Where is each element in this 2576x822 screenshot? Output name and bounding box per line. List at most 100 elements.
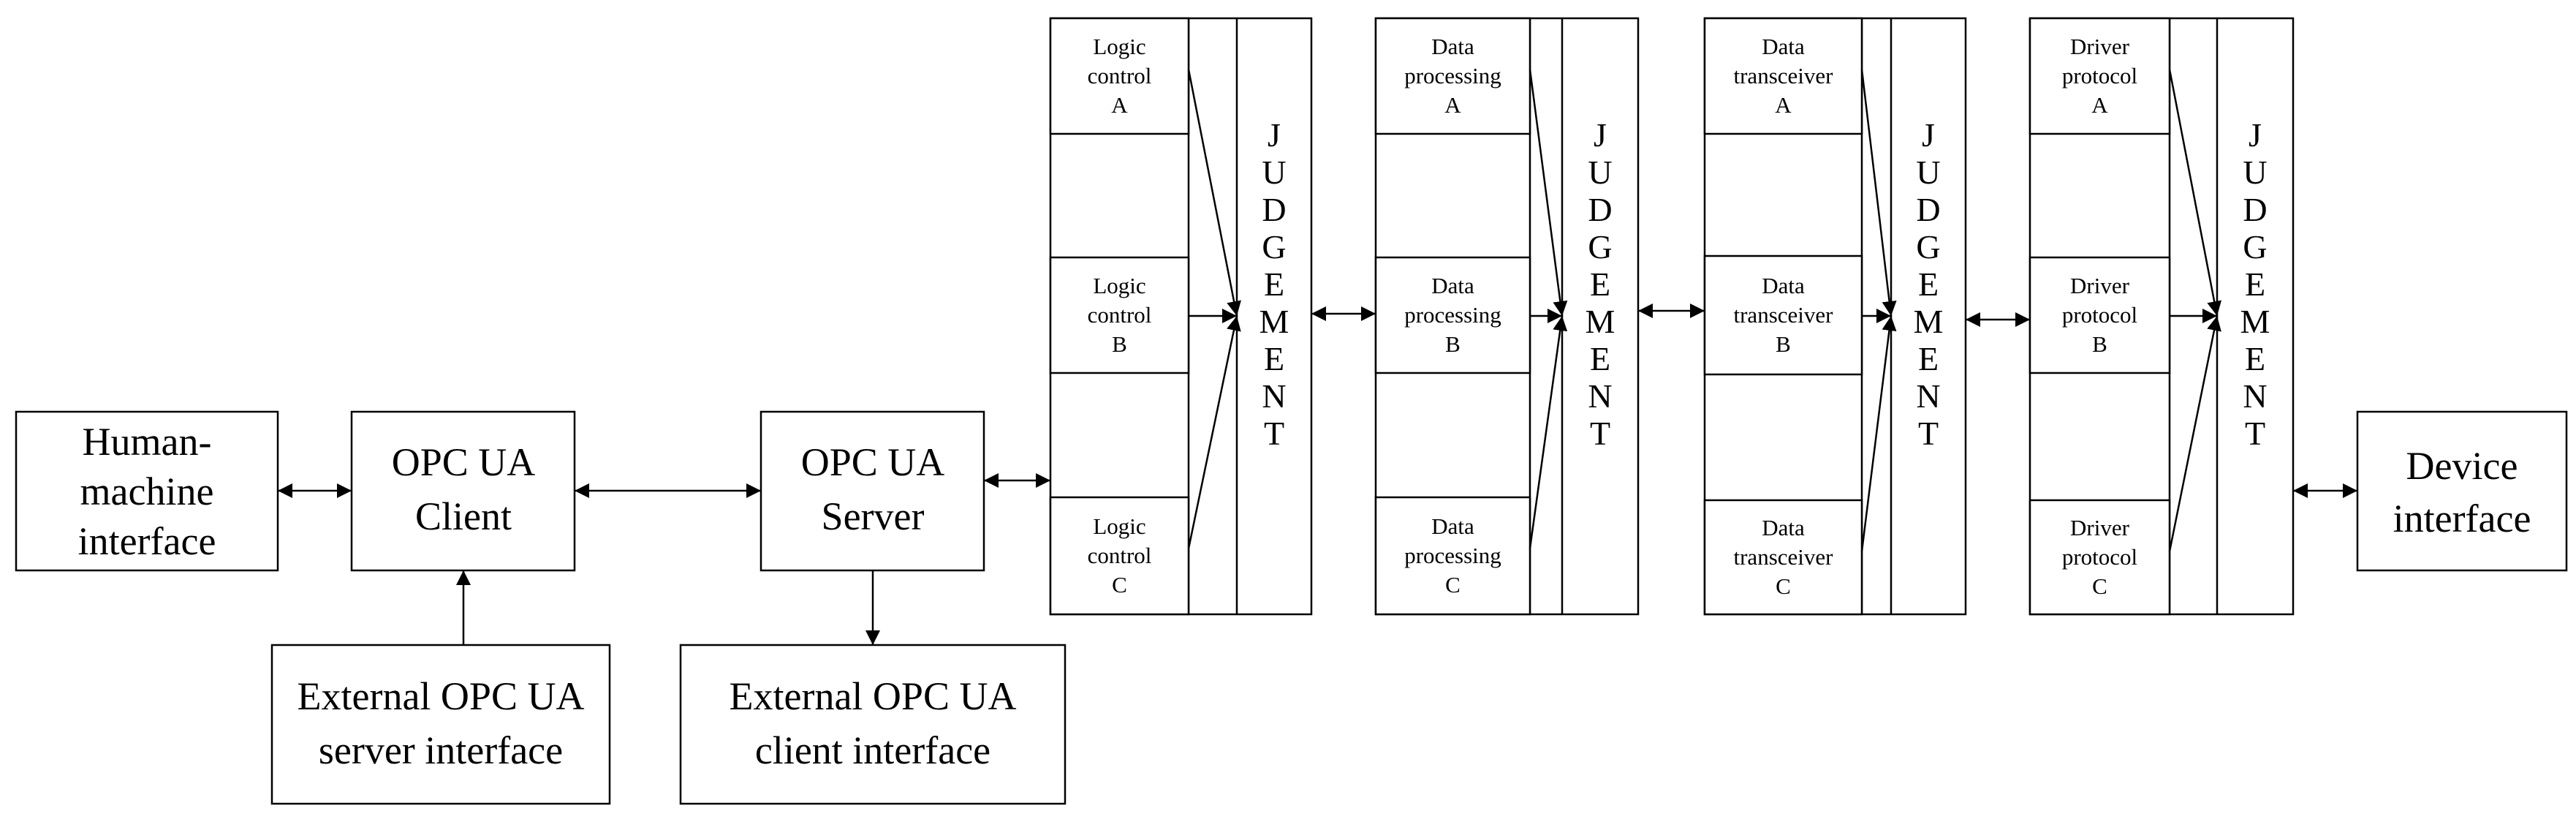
module-label: Data [1762, 515, 1805, 540]
ext-server-label-line2: server interface [319, 728, 563, 772]
module-label: processing [1404, 302, 1501, 328]
judgement-letter: E [1918, 340, 1939, 377]
module-label: Data [1431, 273, 1474, 298]
module-label: C [2092, 573, 2107, 599]
opc-server-label-line1: OPC UA [801, 440, 945, 484]
module-label: control [1088, 63, 1152, 88]
opc-ua-client-box: OPC UA Client [350, 410, 576, 572]
judgement-letter: N [1262, 377, 1286, 415]
hmi-label-line2: machine [80, 470, 214, 513]
module-to-judgement-arrow [2168, 315, 2221, 552]
ext-client-label-line2: client interface [755, 728, 990, 772]
module-label: Driver [2070, 34, 2130, 59]
opc-ua-server-box: OPC UA Server [759, 410, 985, 572]
module-label: protocol [2062, 544, 2137, 570]
module-to-judgement-arrow [1860, 69, 1897, 317]
judgement-letter: E [1918, 265, 1939, 303]
module-to-judgement-arrow [1528, 315, 1568, 549]
judgement-letter: N [1916, 377, 1940, 415]
module-label: Logic [1093, 34, 1145, 59]
judgement-letter: D [1916, 191, 1940, 228]
module-to-judgement-arrow [2168, 69, 2222, 317]
judgement-letter: G [1588, 228, 1612, 265]
module-box [1703, 17, 1863, 135]
module-groups: JUDGEMENTLogiccontrolALogiccontrolBLogic… [1049, 17, 2295, 616]
module-group-3: JUDGEMENTDatatransceiverADatatransceiver… [1703, 17, 1967, 616]
module-label: transceiver [1734, 63, 1834, 88]
module-label: A [1111, 92, 1128, 118]
module-label: C [1776, 573, 1791, 599]
hmi-box: Human- machine interface [15, 410, 279, 572]
module-to-judgement-arrow [1187, 69, 1241, 317]
module-label: transceiver [1734, 544, 1834, 570]
module-label: control [1088, 543, 1152, 568]
module-box [1374, 496, 1531, 616]
judgement-letter: M [2240, 303, 2270, 340]
ext-server-label-line1: External OPC UA [298, 674, 585, 718]
opc-client-label-line2: Client [415, 494, 512, 538]
module-label: Data [1762, 273, 1805, 298]
judgement-letter: G [1916, 228, 1940, 265]
module-to-judgement-arrow [1528, 69, 1568, 317]
judgement-letter: E [1264, 265, 1284, 303]
judgement-letter: G [1262, 228, 1286, 265]
hmi-label-line1: Human- [83, 420, 212, 464]
module-group-2: JUDGEMENTDataprocessingADataprocessingBD… [1374, 17, 1640, 616]
module-label: Driver [2070, 515, 2130, 540]
module-box [1703, 254, 1863, 376]
judgement-letter: T [1264, 415, 1284, 452]
module-label: B [1776, 331, 1791, 357]
module-label: transceiver [1734, 302, 1834, 328]
judgement-letter: J [2249, 116, 2262, 154]
device-label-line1: Device [2406, 444, 2518, 488]
module-label: Driver [2070, 273, 2130, 298]
judgement-letter: N [1588, 377, 1612, 415]
judgement-letter: E [1590, 340, 1610, 377]
judgement-letter: T [1918, 415, 1939, 452]
judgement-letter: U [2243, 154, 2267, 191]
module-label: B [2092, 331, 2107, 357]
judgement-letter: N [2243, 377, 2267, 415]
module-label: Data [1431, 513, 1474, 539]
judgement-letter: M [1914, 303, 1944, 340]
judgement-letter: U [1262, 154, 1286, 191]
judgement-letter: E [1590, 265, 1610, 303]
module-label: B [1445, 331, 1461, 357]
judgement-letter: M [1259, 303, 1289, 340]
module-label: A [2091, 92, 2108, 118]
module-label: Data [1431, 34, 1474, 59]
judgement-letter: T [1590, 415, 1610, 452]
module-label: Logic [1093, 513, 1145, 539]
judgement-letter: J [1594, 116, 1607, 154]
judgement-letter: U [1916, 154, 1940, 191]
module-label: A [1444, 92, 1461, 118]
judgement-letter: J [1268, 116, 1281, 154]
module-label: protocol [2062, 302, 2137, 328]
judgement-letter: E [1264, 340, 1284, 377]
device-label-line2: interface [2393, 497, 2531, 540]
judgement-letter: U [1588, 154, 1612, 191]
external-server-interface-box: External OPC UA server interface [270, 644, 611, 805]
module-label: C [1445, 572, 1461, 597]
opc-client-label-line1: OPC UA [392, 440, 536, 484]
opc-server-label-line2: Server [822, 494, 925, 538]
module-label: protocol [2062, 63, 2137, 88]
module-group-1: JUDGEMENTLogiccontrolALogiccontrolBLogic… [1049, 17, 1313, 616]
module-box [1049, 496, 1190, 616]
judgement-letter: G [2243, 228, 2267, 265]
judgement-letter: T [2245, 415, 2265, 452]
module-label: processing [1404, 543, 1501, 568]
module-label: processing [1404, 63, 1501, 88]
module-label: Logic [1093, 273, 1145, 298]
module-label: Data [1762, 34, 1805, 59]
module-to-judgement-arrow [1187, 315, 1241, 549]
judgement-letter: D [2243, 191, 2267, 228]
judgement-letter: E [2245, 265, 2265, 303]
module-to-judgement-arrow [1860, 315, 1897, 552]
ext-client-label-line1: External OPC UA [730, 674, 1017, 718]
module-label: C [1112, 572, 1127, 597]
module-box [1049, 17, 1190, 135]
judgement-letter: M [1586, 303, 1615, 340]
module-box [1374, 256, 1531, 374]
